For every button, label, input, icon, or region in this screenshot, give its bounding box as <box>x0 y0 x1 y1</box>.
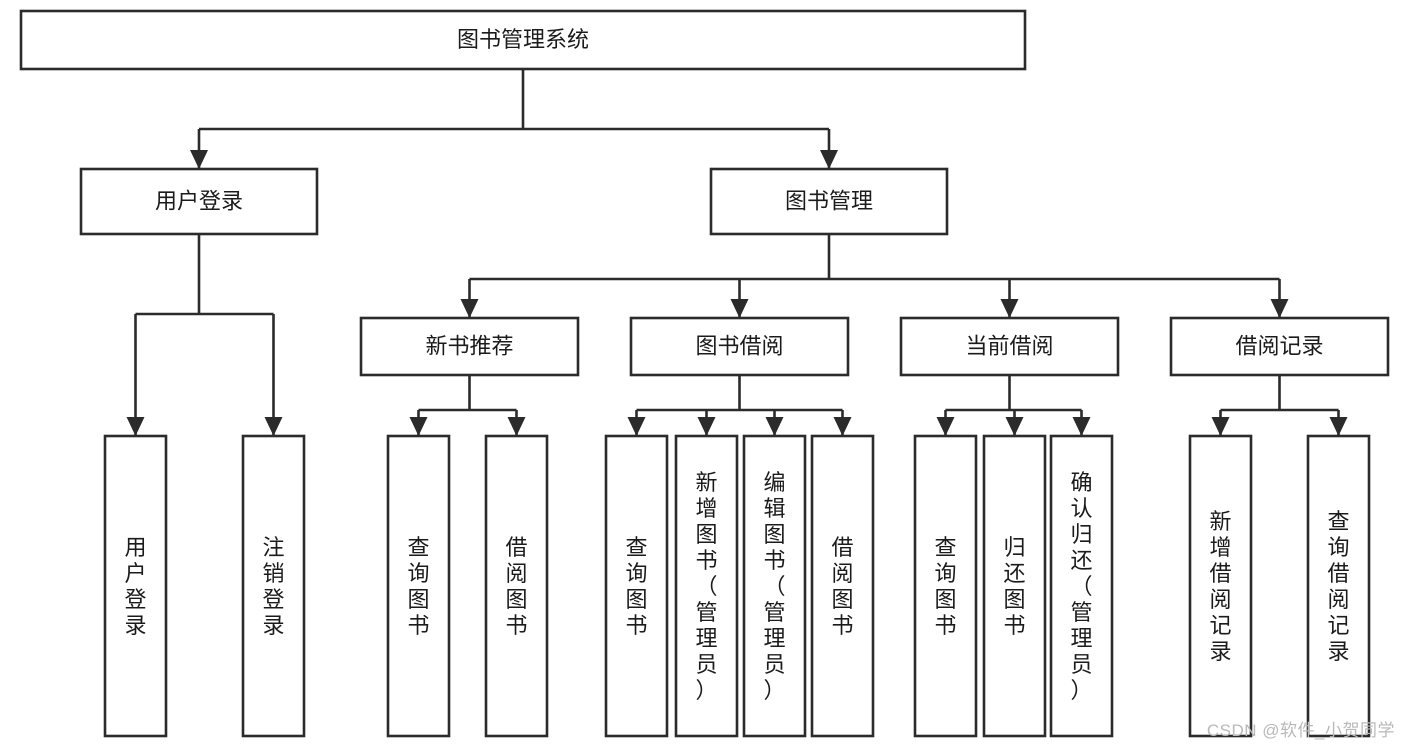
node-label: 借阅记录 <box>1235 333 1323 358</box>
node-label: 编辑图书（管理员） <box>763 470 785 703</box>
node-label: 当前借阅 <box>965 333 1053 358</box>
node-leaf-edit-book[interactable]: 编辑图书（管理员） <box>742 434 807 738</box>
node-label: 图书借阅 <box>695 333 783 358</box>
node-label: 注销登录 <box>262 535 284 638</box>
arrow-head <box>1000 299 1019 318</box>
arrow-head <box>697 417 716 436</box>
node-box <box>484 434 549 738</box>
node-box <box>629 316 850 377</box>
node-box <box>982 434 1047 738</box>
node-box <box>1049 434 1114 738</box>
node-box <box>709 167 949 236</box>
arrow-head <box>264 417 283 436</box>
arrow-head <box>1329 417 1348 436</box>
node-label: 归还图书 <box>1003 535 1025 638</box>
watermark-text: CSDN @软件_小贺同学 <box>1206 721 1395 740</box>
node-book-borrow[interactable]: 图书借阅 <box>629 316 850 377</box>
arrow-head <box>460 299 479 318</box>
arrow-head <box>1270 299 1289 318</box>
node-leaf-return-book[interactable]: 归还图书 <box>982 434 1047 738</box>
node-root[interactable]: 图书管理系统 <box>19 9 1027 71</box>
node-label: 查询图书 <box>625 535 647 638</box>
node-leaf-query-book-3[interactable]: 查询图书 <box>913 434 978 738</box>
node-current-borrow[interactable]: 当前借阅 <box>899 316 1120 377</box>
node-label: 查询图书 <box>934 535 956 638</box>
arrow-head <box>730 299 749 318</box>
node-label: 图书管理 <box>785 188 873 213</box>
node-box <box>810 434 875 738</box>
node-leaf-query-record[interactable]: 查询借阅记录 <box>1306 434 1371 738</box>
node-borrow-record[interactable]: 借阅记录 <box>1169 316 1390 377</box>
node-label: 借阅图书 <box>831 535 853 638</box>
node-label: 新增借阅记录 <box>1209 509 1231 664</box>
node-label: 用户登录 <box>124 535 146 638</box>
node-label: 新增图书（管理员） <box>695 470 717 703</box>
node-new-book-rec[interactable]: 新书推荐 <box>359 316 580 377</box>
arrow-head <box>833 417 852 436</box>
node-label: 确认归还（管理员） <box>1070 470 1092 703</box>
arrow-head <box>936 417 955 436</box>
node-box <box>19 9 1027 71</box>
node-book-manage[interactable]: 图书管理 <box>709 167 949 236</box>
arrow-head <box>1211 417 1230 436</box>
node-leaf-confirm-return[interactable]: 确认归还（管理员） <box>1049 434 1114 738</box>
node-label: 查询借阅记录 <box>1327 509 1349 664</box>
node-box <box>913 434 978 738</box>
node-user-login[interactable]: 用户登录 <box>79 167 319 236</box>
node-label: 新书推荐 <box>425 333 513 358</box>
node-box <box>899 316 1120 377</box>
node-box <box>386 434 451 738</box>
node-leaf-borrow-book-2[interactable]: 借阅图书 <box>810 434 875 738</box>
node-leaf-query-book-1[interactable]: 查询图书 <box>386 434 451 738</box>
node-box <box>742 434 807 738</box>
node-leaf-add-record[interactable]: 新增借阅记录 <box>1188 434 1253 738</box>
node-leaf-query-book-2[interactable]: 查询图书 <box>604 434 669 738</box>
arrow-head <box>627 417 646 436</box>
arrow-head <box>190 150 208 169</box>
arrow-head <box>765 417 784 436</box>
node-label: 查询图书 <box>407 535 429 638</box>
node-leaf-user-login[interactable]: 用户登录 <box>103 434 168 738</box>
node-label: 借阅图书 <box>505 535 527 638</box>
arrow-head <box>126 417 145 436</box>
arrow-head <box>409 417 428 436</box>
node-box <box>359 316 580 377</box>
node-label: 用户登录 <box>155 188 243 213</box>
arrow-head <box>1072 417 1091 436</box>
node-box <box>674 434 739 738</box>
node-box <box>241 434 306 738</box>
node-box <box>1169 316 1390 377</box>
node-leaf-add-book[interactable]: 新增图书（管理员） <box>674 434 739 738</box>
node-box <box>79 167 319 236</box>
node-leaf-borrow-book-1[interactable]: 借阅图书 <box>484 434 549 738</box>
arrow-head <box>507 417 526 436</box>
node-box <box>103 434 168 738</box>
arrow-head <box>820 150 838 169</box>
node-box <box>1306 434 1371 738</box>
node-box <box>604 434 669 738</box>
node-label: 图书管理系统 <box>457 27 589 52</box>
node-leaf-logout-login[interactable]: 注销登录 <box>241 434 306 738</box>
node-box <box>1188 434 1253 738</box>
arrow-head <box>1005 417 1024 436</box>
